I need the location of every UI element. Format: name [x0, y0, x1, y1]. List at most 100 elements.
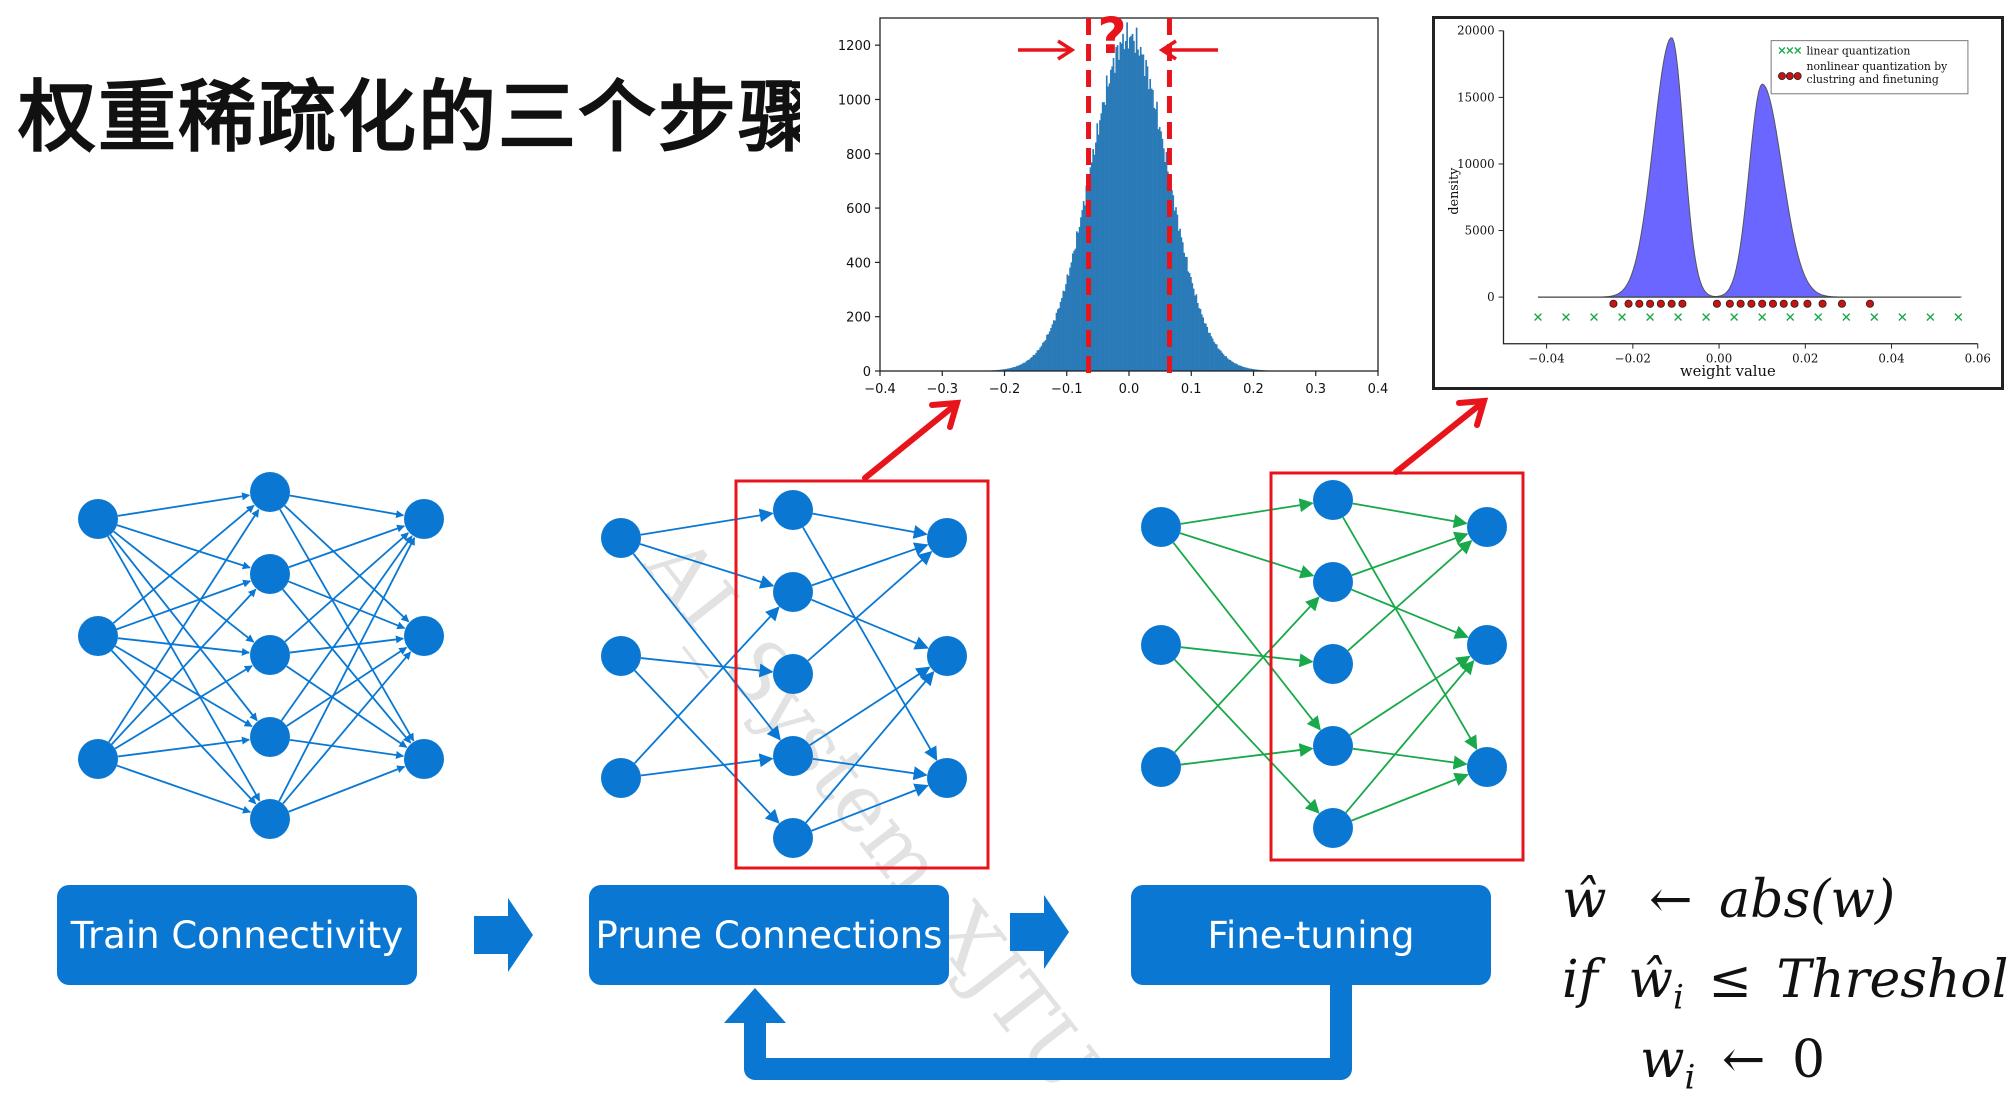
hist-bar [1141, 54, 1143, 372]
connection-edge [632, 553, 781, 741]
hist-bar [1168, 181, 1171, 371]
hist-bar [1016, 365, 1018, 371]
hist-bar [1067, 275, 1070, 371]
zero-value: 0 [1792, 1030, 1826, 1090]
hist-bar [1118, 59, 1120, 371]
hist-bar [1179, 228, 1181, 371]
hist-bar [1146, 66, 1149, 372]
connection-edge [1352, 502, 1468, 529]
linear-quant-point [1702, 313, 1711, 322]
linear-quant-point [1618, 313, 1626, 322]
neuron-node [1467, 747, 1507, 787]
hist-bar [1215, 344, 1218, 371]
hist-y-tick-label: 1000 [838, 93, 871, 108]
linear-quant-point [1814, 313, 1823, 322]
hist-bar [1214, 343, 1217, 371]
hist-bar [1061, 298, 1063, 371]
hist-bar [1054, 320, 1056, 371]
connection-edge [807, 550, 933, 662]
neuron-node [773, 736, 813, 776]
hist-bar [1029, 358, 1032, 371]
connection-edge [114, 645, 253, 728]
nonlinear-quant-point [1667, 299, 1676, 308]
hist-bar [1164, 161, 1166, 371]
hist-bar [1089, 167, 1092, 371]
neuron-node [78, 739, 118, 779]
network-prune [601, 490, 967, 858]
hist-bar [1248, 368, 1251, 371]
hist-y-tick-label: 1200 [838, 39, 871, 54]
hist-bar [1050, 327, 1052, 371]
hist-bar [1169, 179, 1172, 371]
prune-connections-label: Prune Connections [595, 913, 943, 957]
hist-bar [1131, 33, 1134, 372]
legend-linear-label: linear quantization [1807, 44, 1911, 57]
connection-edge [108, 508, 260, 743]
hist-bar [1123, 49, 1126, 372]
connection-edge [1342, 516, 1478, 751]
hist-bar [1096, 123, 1099, 371]
hist-bars [979, 22, 1279, 372]
connection-edge [1180, 743, 1314, 766]
hist-bar [1017, 365, 1020, 371]
neurons [78, 472, 444, 839]
km-y-tick-label: 10000 [1457, 157, 1495, 171]
connection-edge [278, 536, 416, 802]
hist-bar [1074, 248, 1077, 371]
hist-bar [1092, 149, 1094, 371]
hist-y-tick-label: 600 [846, 202, 871, 217]
hist-bar [1116, 45, 1119, 372]
hist-bar [1090, 162, 1093, 371]
nonlinear-quant-point [1624, 299, 1633, 308]
nonlinear-quant-point [1837, 299, 1846, 308]
hist-x-tick-label: 0.2 [1243, 382, 1264, 393]
kmeans-legend: linear quantization nonlinear quantizati… [1770, 40, 1969, 95]
neuron-node [1467, 507, 1507, 547]
connection-edge [113, 530, 255, 643]
kmeans-frame [1502, 30, 1978, 345]
hist-bar [1073, 250, 1075, 371]
neuron-node [773, 572, 813, 612]
hist-bar [1253, 369, 1256, 371]
connection-edge [288, 765, 406, 813]
hist-bar [1152, 89, 1154, 371]
hist-bar [1004, 369, 1006, 371]
assign-arrow-3: ← [1721, 1030, 1766, 1090]
hist-bar [1093, 154, 1096, 371]
neuron-node [78, 616, 118, 656]
hist-bar [1162, 148, 1165, 371]
hist-x-tick-label: −0.2 [989, 382, 1021, 393]
connection-edge [1352, 747, 1468, 770]
nonlinear-quant-point [1818, 299, 1827, 308]
neuron-node [1141, 507, 1181, 547]
connection-edge [811, 598, 929, 650]
connections [107, 492, 416, 814]
hist-bar [1200, 314, 1203, 371]
kmeans-xlabel: weight value [1680, 363, 1776, 380]
hist-bar [1088, 182, 1090, 371]
nonlinear-quant-point [1609, 299, 1618, 308]
nonlinear-quant-point [1747, 299, 1756, 308]
hist-bar [1188, 273, 1191, 371]
connection-edge [1345, 659, 1475, 814]
neuron-node [78, 499, 118, 539]
nonlinear-quant-point [1790, 299, 1799, 308]
hist-y-tick-label: 800 [846, 148, 871, 163]
threshold-arrow-right [1158, 39, 1218, 61]
hist-bar [1143, 75, 1146, 372]
km-x-tick-label: −0.02 [1615, 351, 1651, 365]
w-i: wi [1640, 1030, 1696, 1098]
neuron-node [1313, 480, 1353, 520]
nonlinear-quant-point [1736, 299, 1745, 308]
connection-edge [280, 535, 413, 722]
hist-bar [1221, 352, 1224, 371]
linear-quant-point [1730, 313, 1739, 322]
hist-bar [1218, 349, 1221, 371]
hist-bar [1114, 72, 1116, 371]
linear-quant-point [1674, 313, 1683, 322]
neuron-node [404, 616, 444, 656]
connection-edge [809, 666, 931, 746]
hist-bar [1157, 129, 1160, 371]
hist-bar [1080, 217, 1082, 371]
